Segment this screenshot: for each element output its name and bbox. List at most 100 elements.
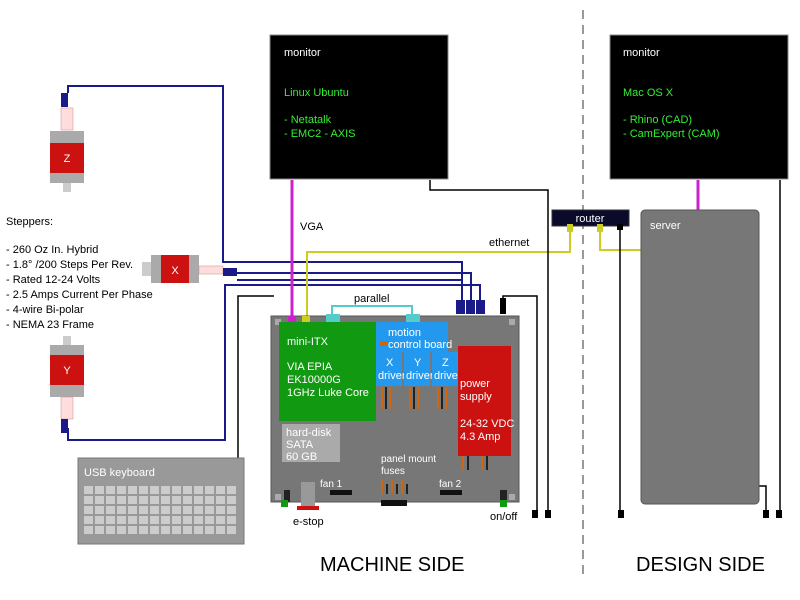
hard-disk-label: SATA <box>286 439 314 451</box>
z-shaft <box>63 183 71 192</box>
keyboard-key <box>95 506 104 514</box>
motion-board-label: motion <box>388 327 421 339</box>
onoff-label: on/off <box>490 511 518 523</box>
keyboard-key <box>172 516 181 524</box>
server-power <box>758 485 767 512</box>
keyboard-key <box>84 516 93 524</box>
x-flange <box>151 255 161 283</box>
design-monitor-title: monitor <box>623 47 660 59</box>
keyboard-cable <box>237 295 274 460</box>
stepper-z: Z <box>50 93 84 192</box>
z-driver <box>432 352 458 386</box>
machine-monitor: monitor Linux Ubuntu - Netatalk - EMC2 -… <box>269 34 449 180</box>
motion-board-label: control board <box>388 339 452 351</box>
ethernet-cables <box>306 226 645 318</box>
x-connector <box>223 268 237 276</box>
case-screws <box>275 319 515 500</box>
keyboard-key <box>227 516 236 524</box>
mini-itx-board <box>279 322 376 421</box>
machine-monitor-screen <box>269 34 449 180</box>
machine-monitor-app: - EMC2 - AXIS <box>284 128 356 140</box>
keyboard-key <box>150 516 159 524</box>
design-side-label: DESIGN SIDE <box>636 554 765 576</box>
ethernet-port <box>302 316 310 324</box>
keyboard-key <box>117 526 126 534</box>
keyboard-key <box>161 496 170 504</box>
x-driver-label: X <box>386 357 394 369</box>
y-driver-label: Y <box>414 357 422 369</box>
y-driver-label: driver <box>406 370 434 382</box>
keyboard-key <box>194 526 203 534</box>
x-wires <box>198 265 224 275</box>
design-monitor: monitor Mac OS X - Rhino (CAD) - CamExpe… <box>609 34 789 180</box>
stepper-specs: Steppers: - 260 Oz In. Hybrid - 1.8° /20… <box>6 216 153 331</box>
keyboard-key <box>84 506 93 514</box>
keyboard-key <box>194 486 203 494</box>
x-driver <box>376 352 402 386</box>
keyboard-key <box>84 526 93 534</box>
z-flange <box>50 173 84 183</box>
x-endcap <box>189 255 199 283</box>
power-inlet <box>500 298 506 314</box>
y-motor-label: Y <box>63 365 71 377</box>
estop-wire <box>284 490 290 502</box>
design-monitor-app: - CamExpert (CAM) <box>623 128 720 140</box>
y-wires <box>60 396 74 420</box>
z-driver-label: driver <box>434 370 462 382</box>
x-shaft <box>142 262 151 276</box>
router: router <box>551 209 630 232</box>
z-stepper-cable <box>67 85 463 302</box>
keyboard-key <box>117 506 126 514</box>
fan1 <box>330 490 352 495</box>
machine-side-label: MACHINE SIDE <box>320 554 464 576</box>
keyboard-key <box>117 486 126 494</box>
router-label: router <box>576 213 605 225</box>
estop-button <box>301 482 315 508</box>
ethernet-cable-machine <box>306 226 571 318</box>
parallel-cable <box>331 305 413 316</box>
keyboard-key <box>227 496 236 504</box>
estop-led <box>281 500 288 507</box>
stepper-cables <box>67 85 481 441</box>
y-driver <box>404 352 430 386</box>
y-flange <box>50 345 84 355</box>
keyboard-key <box>183 486 192 494</box>
usb-keyboard: USB keyboard <box>77 457 245 545</box>
keyboard-key <box>172 506 181 514</box>
keyboard-key <box>205 496 214 504</box>
power-supply-label: 4.3 Amp <box>460 431 500 443</box>
x-driver-label: driver <box>378 370 406 382</box>
z-endcap <box>50 131 84 143</box>
mini-itx-label: EK10000G <box>287 374 341 386</box>
mini-itx-label: mini-ITX <box>287 336 329 348</box>
estop-cap <box>297 506 319 510</box>
keyboard-key <box>106 506 115 514</box>
keyboard-keys <box>84 486 236 534</box>
server-label: server <box>650 220 681 232</box>
keyboard-key <box>106 516 115 524</box>
stepper-specs-title: Steppers: <box>6 216 53 228</box>
machine-monitor-power <box>429 180 549 512</box>
stepper-spec: - 1.8° /200 Steps Per Rev. <box>6 259 133 271</box>
y-motor-body <box>50 355 84 385</box>
keyboard-key <box>216 486 225 494</box>
keyboard-key <box>216 496 225 504</box>
z-wires <box>60 107 74 131</box>
motion-control-board <box>376 322 448 352</box>
z-driver-label: Z <box>442 357 449 369</box>
stepper-y: Y <box>50 336 84 433</box>
keyboard-key <box>227 526 236 534</box>
keyboard-key <box>139 526 148 534</box>
keyboard-key <box>194 516 203 524</box>
stepper-connector <box>476 300 485 314</box>
keyboard-key <box>128 506 137 514</box>
keyboard-key <box>216 526 225 534</box>
keyboard-key <box>183 526 192 534</box>
y-connector <box>61 419 68 433</box>
onoff-switch <box>500 490 507 500</box>
keyboard-key <box>84 486 93 494</box>
keyboard-key <box>194 506 203 514</box>
x-motor-body <box>161 255 189 283</box>
fuses-label: panel mount <box>381 454 436 465</box>
vga-port <box>288 316 296 324</box>
